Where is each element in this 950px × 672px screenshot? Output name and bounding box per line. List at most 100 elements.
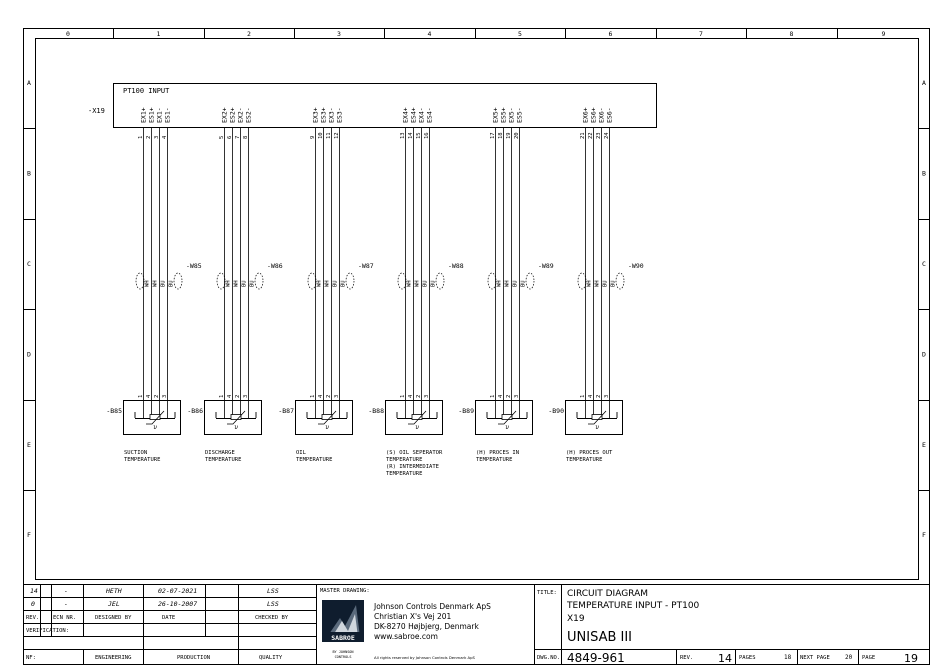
sensor-caption: TEMPERATURE: [124, 457, 160, 463]
column-label: 4: [428, 30, 432, 38]
wire-color-label: WH: [325, 280, 331, 287]
terminal-number: 22: [588, 132, 594, 139]
terminal-number: 10: [318, 132, 324, 139]
sensor-caption: (S) OIL SEPERATOR: [386, 450, 443, 456]
wire-color-label: WH: [153, 280, 159, 287]
row-label-right: B: [922, 170, 926, 178]
pages-value: 18: [784, 654, 792, 661]
sensor-pin-number: 3: [424, 395, 430, 398]
row-label-left: A: [27, 79, 31, 87]
terminal-label: EX2-: [237, 107, 245, 123]
column-label: 0: [66, 30, 70, 38]
cable-label: -W90: [628, 262, 644, 270]
sensor-label: -B88: [368, 407, 384, 415]
row-label-right: D: [922, 351, 926, 359]
sensor-pin-number: 2: [235, 395, 241, 398]
sensor-pin-number: 4: [227, 394, 233, 398]
revision-table: 14 - HETH 02-07-2021 LSS 0 - JEL 26-10-2…: [30, 587, 279, 608]
terminal-label: ES5-: [516, 107, 524, 123]
terminal-label: ES1-: [164, 107, 172, 123]
cable-shield-left: [577, 272, 587, 290]
terminal-number: 15: [416, 132, 422, 139]
terminal-number: 21: [580, 132, 586, 139]
sensor-label: -B89: [458, 407, 474, 415]
sensor-slash: [146, 410, 165, 425]
company-line-3: DK-8270 Højbjerg, Denmark: [374, 622, 479, 631]
terminal-number: 19: [506, 132, 512, 139]
channel-5: EX5+17WH1ES5+18WH4EX5-19BU2ES5-20BU3-W89…: [458, 107, 553, 463]
rev-2-date: 26-10-2007: [158, 600, 197, 608]
cable-shield-right: [173, 272, 183, 290]
pages-label: PAGES: [739, 655, 756, 661]
sensor-label: -B86: [187, 407, 203, 415]
terminal-label: ES1+: [148, 107, 156, 123]
row-label-left: D: [27, 351, 31, 359]
terminal-number: 8: [243, 136, 249, 139]
sensor-pin-number: 3: [162, 395, 168, 398]
wire-color-label: WH: [595, 280, 601, 287]
channel-2: EX2+5WH1ES2+6WH4EX2-7BU2ES2-8BU3-W86υ-B8…: [187, 107, 282, 463]
terminal-label: EX2+: [221, 107, 229, 123]
column-label: 5: [518, 30, 522, 38]
page-label: PAGE: [862, 655, 875, 661]
row-label-left: E: [27, 441, 31, 449]
wire-color-label: WH: [497, 280, 503, 287]
cable-label: -W85: [186, 262, 202, 270]
terminal-label: EX3+: [312, 107, 320, 123]
logo-sub-1: BY JOHNSON: [332, 650, 353, 654]
revision-headers: REV. ECN NR. DESIGNED BY DATE CHECKED BY…: [26, 615, 289, 661]
row-label-right: C: [922, 260, 926, 268]
terminal-number: 5: [219, 136, 225, 139]
sensor-pin-number: 2: [416, 395, 422, 398]
page-value: 19: [904, 652, 918, 665]
terminal-number: 6: [227, 136, 233, 139]
row-label-right: E: [922, 441, 926, 449]
resistor-symbol: [591, 414, 603, 420]
cable-label: -W87: [358, 262, 374, 270]
sensor-box: [204, 400, 262, 435]
terminal-number: 17: [490, 132, 496, 139]
sensor-caption: (H) PROCES OUT: [566, 450, 613, 456]
terminal-label: EX4-: [418, 107, 426, 123]
sensor-caption: TEMPERATURE: [386, 457, 422, 463]
resistor-symbol: [230, 414, 242, 420]
sensor-box: [475, 400, 533, 435]
terminal-number: 23: [596, 132, 602, 139]
row-label-left: B: [27, 170, 31, 178]
row-label-right: F: [922, 531, 926, 539]
sensor-caption: TEMPERATURE: [476, 457, 512, 463]
column-label: 7: [699, 30, 703, 38]
wire-color-label: BU: [161, 280, 167, 287]
rev-2-number: 0: [31, 600, 35, 608]
sensor-caption: SUCTION: [124, 450, 147, 456]
channels: EX1+1WH1ES1+2WH4EX1-3BU2ES1-4BU3-W85υ-B8…: [106, 107, 643, 477]
cable-label: -W88: [448, 262, 464, 270]
sensor-caption: TEMPERATURE: [566, 457, 602, 463]
terminal-label: EX5+: [492, 107, 500, 123]
terminal-label: ES6-: [606, 107, 614, 123]
production-label: PRODUCTION: [177, 655, 210, 661]
company-line-4: www.sabroe.com: [374, 632, 438, 641]
sensor-pin-number: 4: [146, 394, 152, 398]
pt100-input-box: [113, 83, 657, 128]
terminal-number: 4: [162, 135, 168, 139]
wire-color-label: WH: [317, 280, 323, 287]
rights-text: All rights reserved by Johnson Controls …: [374, 655, 476, 660]
header-checked: CHECKED BY: [255, 615, 289, 621]
engineering-label: ENGINEERING: [95, 655, 131, 661]
sensor-symbol: υ: [325, 424, 329, 431]
terminal-label: ES4-: [426, 107, 434, 123]
next-page-label: NEXT PAGE: [800, 655, 830, 661]
resistor-symbol: [411, 414, 423, 420]
cable-shield-right: [435, 272, 445, 290]
sensor-pin-number: 1: [219, 395, 225, 398]
header-rev: REV.: [26, 615, 39, 621]
title-line-1: CIRCUIT DIAGRAM: [567, 589, 648, 599]
sensor-box: [565, 400, 623, 435]
terminal-label: EX6+: [582, 107, 590, 123]
rev-1-ecn: -: [64, 587, 68, 595]
sensor-caption: DISCHARGE: [205, 450, 235, 456]
sensor-pin-number: 2: [154, 395, 160, 398]
